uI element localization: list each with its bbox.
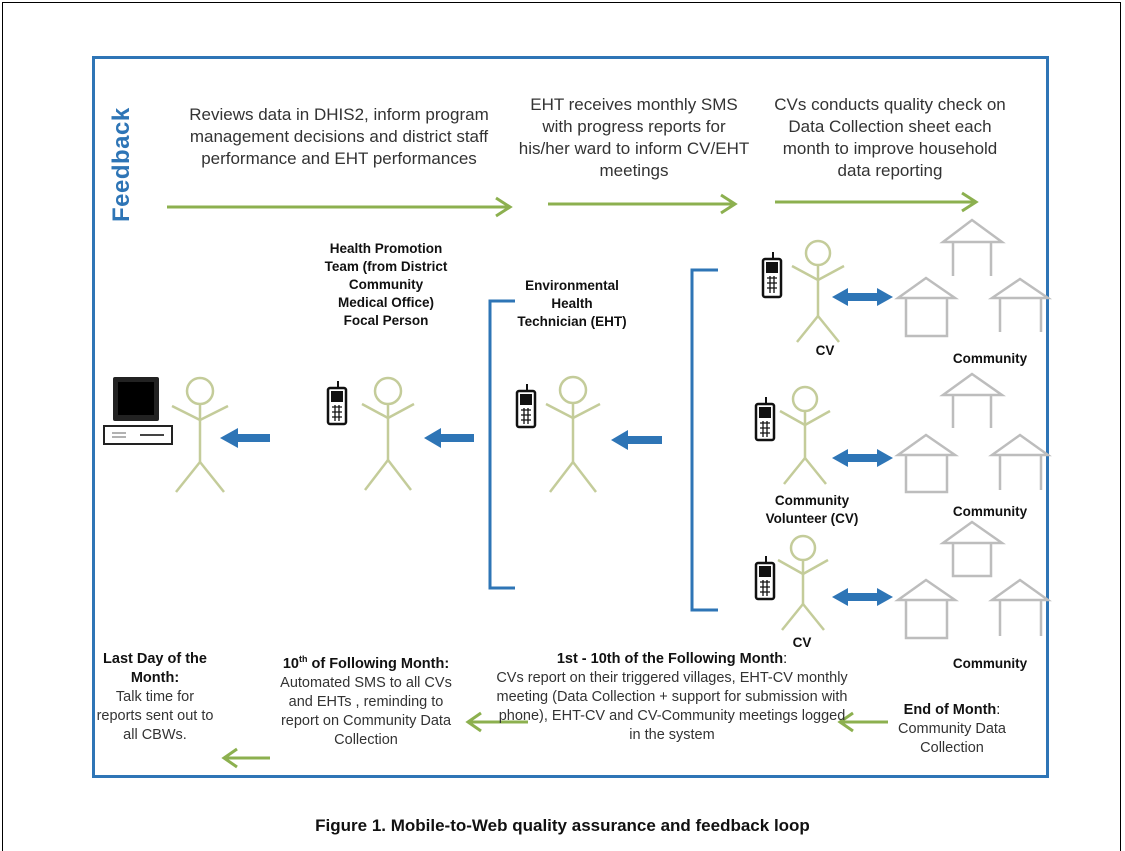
timeline-end-title: End of Month: [903, 702, 1001, 718]
house-icon-community-3b [894, 578, 960, 640]
timeline-last-day-title: Last Day of the Month: [103, 651, 207, 686]
person-icon-eht [545, 375, 601, 493]
phone-icon-cv-1 [761, 252, 783, 299]
timeline-last-day: Last Day of the Month: Talk time for rep… [92, 650, 218, 745]
feedback-label: Feedback [108, 107, 135, 222]
data-arrow-to-computer [220, 428, 270, 448]
house-icon-community-2a [939, 372, 1006, 428]
phone-icon-cv-2 [754, 397, 776, 442]
phone-icon-hpt [326, 381, 348, 426]
timeline-tenth-text: Automated SMS to all CVs and EHTs , remi… [280, 674, 452, 748]
phone-icon-cv-3 [754, 556, 776, 601]
figure-caption: Figure 1. Mobile-to-Web quality assuranc… [315, 816, 810, 835]
feedback-arrow-3 [775, 191, 979, 213]
timeline-end-text: Community Data Collection [898, 721, 1006, 756]
house-icon-community-3c [988, 578, 1052, 636]
label-community-3: Community [952, 656, 1028, 671]
data-arrow-to-eht [611, 430, 662, 450]
house-icon-community-2b [894, 433, 960, 494]
house-icon-community-2c [988, 433, 1052, 490]
feedback-text-cv-quality: CVs conducts quality check on Data Colle… [774, 95, 1006, 180]
timeline-first-tenth: 1st - 10th of the Following Month: CVs r… [494, 650, 850, 745]
label-cv-3: CV [792, 635, 812, 650]
feedback-arrow-1 [167, 196, 513, 218]
timeline-first-title: 1st - 10th of the Following Month: [556, 651, 788, 667]
feedback-text-eht-sms: EHT receives monthly SMS with progress r… [518, 95, 750, 180]
person-icon-dhis2 [171, 376, 229, 493]
label-health-promotion-team: Health Promotion Team (from District Com… [324, 241, 448, 328]
label-community-1: Community [952, 351, 1028, 366]
person-icon-cv-2 [779, 385, 831, 485]
data-arrow-to-hpt [424, 428, 474, 448]
bracket-eht [488, 299, 515, 590]
timeline-arrow-2 [465, 711, 528, 733]
person-icon-cv-1 [791, 239, 845, 343]
house-icon-community-3a [939, 520, 1006, 578]
timeline-arrow-1 [837, 711, 888, 733]
timeline-arrow-3 [221, 747, 270, 769]
house-icon-community-1a [939, 218, 1006, 276]
timeline-first-text: CVs report on their triggered villages, … [496, 670, 848, 743]
person-icon-cv-3 [777, 534, 829, 631]
feedback-arrow-2 [548, 193, 738, 215]
house-icon-community-1b [894, 276, 960, 338]
label-community-volunteer: Community Volunteer (CV) [765, 493, 859, 526]
feedback-text-dhis2: Reviews data in DHIS2, inform program ma… [189, 105, 489, 168]
timeline-last-day-text: Talk time for reports sent out to all CB… [96, 689, 214, 743]
phone-icon-eht [515, 384, 537, 429]
timeline-tenth-title: 10th of Following Month: [282, 654, 450, 672]
double-arrow-cv-community-3 [832, 588, 893, 606]
label-community-2: Community [952, 504, 1028, 519]
label-eht: Environmental Health Technician (EHT) [517, 278, 627, 329]
double-arrow-cv-community-1 [832, 288, 893, 306]
timeline-tenth: 10th of Following Month: Automated SMS t… [268, 650, 464, 750]
house-icon-community-1c [987, 277, 1053, 332]
computer-icon [103, 377, 173, 445]
person-icon-hpt [361, 376, 415, 491]
timeline-end-of-month: End of Month: Community Data Collection [892, 701, 1012, 758]
double-arrow-cv-community-2 [832, 449, 893, 467]
label-cv-1: CV [815, 343, 835, 358]
bracket-cvs [690, 268, 718, 612]
